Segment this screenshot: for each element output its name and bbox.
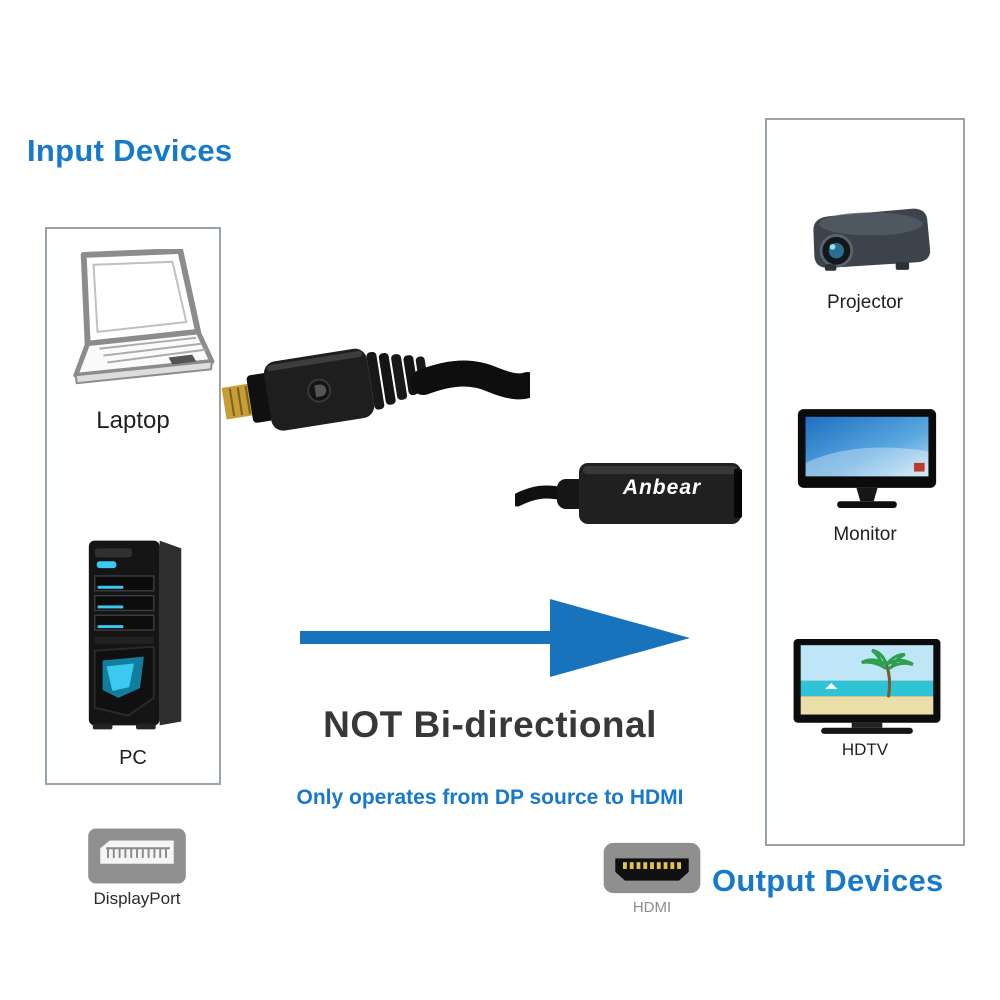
input-devices-panel: Laptop [45, 227, 221, 785]
displayport-port-icon [86, 827, 188, 885]
displayport-cable-icon [222, 330, 530, 440]
direction-note-text: Only operates from DP source to HDMI [296, 786, 684, 809]
hdmi-label: HDMI [632, 899, 672, 916]
dp-to-hdmi-adapter: Anbear [515, 448, 750, 540]
monitor-label: Monitor [833, 524, 897, 545]
pc-tower-icon [79, 529, 197, 737]
projector-icon [800, 200, 934, 288]
hdtv-icon [790, 636, 944, 738]
output-devices-title: Output Devices [712, 863, 944, 898]
laptop-icon [50, 249, 218, 397]
hdmi-port-icon [601, 839, 703, 897]
projector-label: Projector [826, 292, 904, 313]
laptop-label: Laptop [96, 407, 170, 434]
pc-label: PC [119, 747, 147, 769]
adapter-brand-text: Anbear [622, 476, 702, 499]
output-devices-panel: Projector Monitor [765, 118, 965, 846]
hdtv-label: HDTV [841, 740, 889, 759]
monitor-icon [795, 406, 939, 514]
displayport-label: DisplayPort [93, 889, 181, 908]
direction-arrow-icon [298, 593, 694, 683]
not-bidirectional-headline: NOT Bi-directional [323, 704, 657, 745]
input-devices-title: Input Devices [27, 133, 233, 168]
